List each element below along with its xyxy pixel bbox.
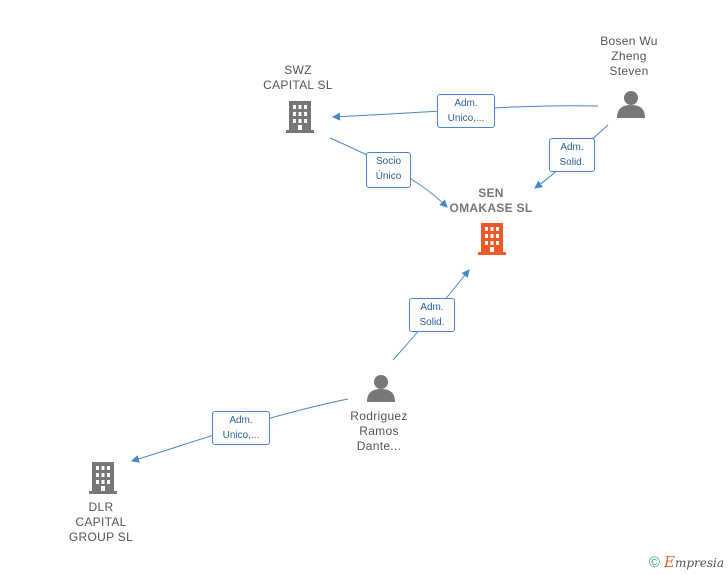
node-label-rodriguez[interactable]: Rodriguez Ramos Dante... (350, 409, 408, 453)
building-icon[interactable] (286, 101, 314, 133)
copyright-icon: © (648, 553, 660, 571)
edge-label-swz-sen: Socio Único (366, 152, 411, 188)
edge-label-bosen-sen: Adm. Solid. (549, 138, 595, 172)
edge-label-rodriguez-dlr: Adm. Unico,... (212, 411, 270, 445)
building-icon[interactable] (478, 223, 506, 255)
node-label-swz[interactable]: SWZ CAPITAL SL (263, 63, 333, 92)
brand-logo: Empresia (663, 553, 724, 571)
node-label-bosen[interactable]: Bosen Wu Zheng Steven (600, 34, 658, 78)
person-icon[interactable] (367, 375, 395, 402)
node-label-dlr[interactable]: DLR CAPITAL GROUP SL (68, 500, 134, 544)
edge-label-rodriguez-sen: Adm. Solid. (409, 298, 455, 332)
edge-label-bosen-swz: Adm. Unico,... (437, 94, 495, 128)
building-icon[interactable] (89, 462, 117, 494)
person-icon[interactable] (617, 91, 645, 118)
footer-brand[interactable]: © Empresia (649, 553, 724, 571)
node-label-sen[interactable]: SEN OMAKASE SL (449, 186, 533, 215)
